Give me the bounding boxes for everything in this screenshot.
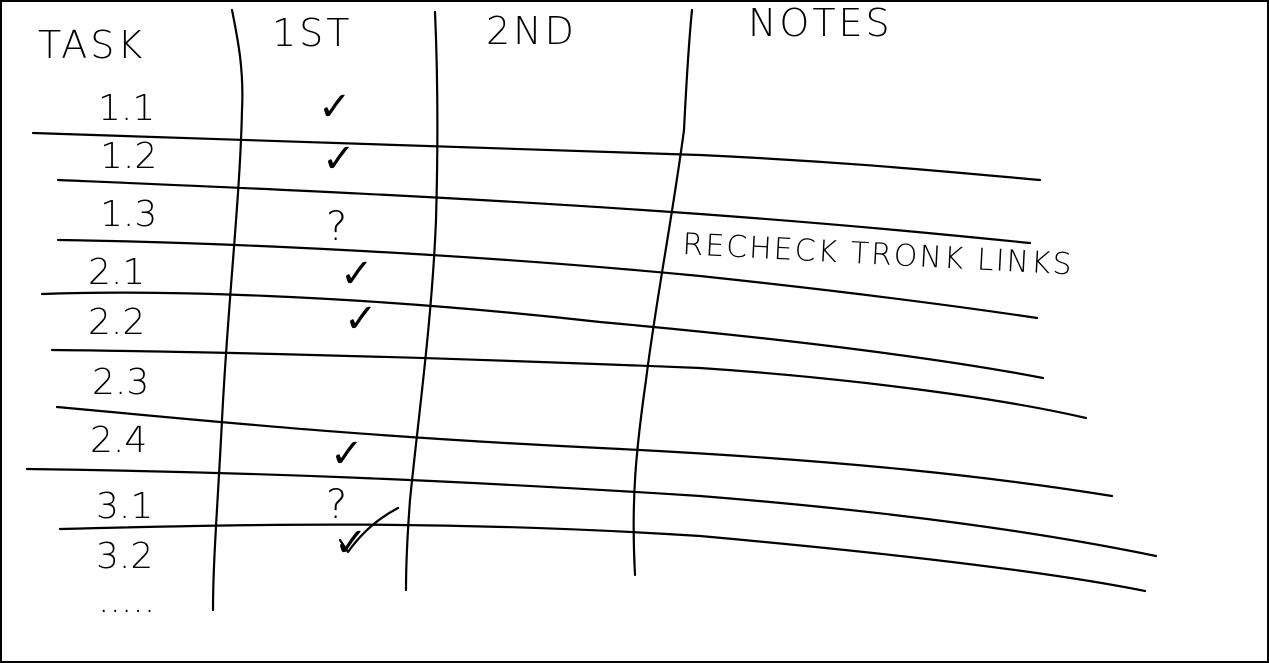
- question-mark: ?: [326, 482, 347, 528]
- table-row: 1.3?: [100, 194, 347, 250]
- task-id: 2.1: [88, 252, 145, 293]
- table-row: 1.2 ✓: [100, 136, 356, 182]
- column-divider-2: [404, 10, 439, 592]
- continuation-dots: .....: [98, 580, 155, 621]
- task-id: 1.2: [100, 136, 157, 177]
- row-divider-6: [55, 405, 1114, 498]
- question-mark: ?: [326, 204, 347, 250]
- table-row: 2.4 ✓: [90, 420, 364, 477]
- row-divider-8: [58, 523, 1147, 593]
- header-first: 1ST: [272, 11, 353, 55]
- task-id: 2.2: [88, 302, 145, 343]
- table-row: 2.2 ✓: [88, 296, 378, 343]
- checkmark-stroke: [338, 506, 400, 554]
- checkmark-icon: ✓: [344, 296, 378, 342]
- column-divider-3: [632, 8, 694, 577]
- row-divider-2: [56, 178, 1032, 245]
- table-row: 3.2 ✓: [96, 520, 368, 577]
- row-divider-7: [25, 467, 1158, 558]
- table-row: 3.1?: [96, 482, 347, 528]
- header-notes: NOTES: [748, 1, 893, 45]
- row-divider-4: [40, 291, 1045, 380]
- task-id: 1.1: [98, 88, 155, 129]
- task-id: 3.1: [96, 486, 153, 527]
- task-id: 2.3: [92, 362, 149, 403]
- task-id: 3.2: [96, 536, 153, 577]
- note-text: RECHECK TRONK LINKS: [682, 227, 1075, 282]
- checkmark-icon: ✓: [340, 251, 374, 297]
- header-task: TASK: [38, 23, 145, 67]
- task-id: 1.3: [100, 194, 157, 235]
- table-row: 2.1 ✓ RECHECK TRONK LINKS: [88, 227, 1074, 297]
- header-second: 2ND: [486, 9, 577, 53]
- checkmark-icon: ✓: [318, 84, 352, 130]
- table-row: 1.1 ✓: [98, 84, 352, 130]
- checkmark-icon: ✓: [334, 520, 368, 566]
- checkmark-icon: ✓: [322, 136, 356, 182]
- row-divider-1: [31, 131, 1042, 182]
- row-divider-3: [56, 238, 1039, 320]
- column-divider-1: [211, 8, 244, 612]
- table-row: 2.3: [92, 362, 149, 403]
- row-divider-5: [50, 348, 1088, 420]
- task-id: 2.4: [90, 420, 147, 461]
- checkmark-icon: ✓: [330, 431, 364, 477]
